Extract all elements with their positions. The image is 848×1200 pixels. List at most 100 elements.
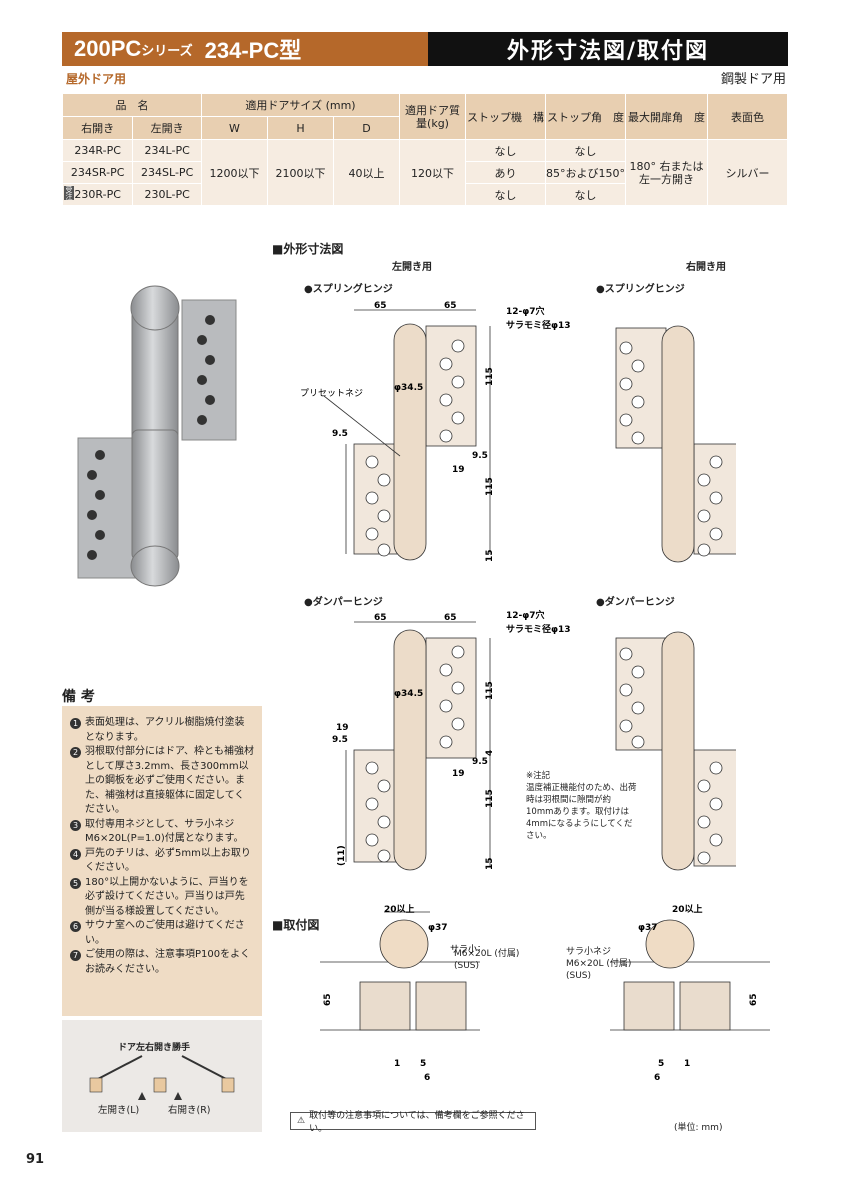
door-direction-box: ドア左右開き勝手 左開き(L) 右開き(R) <box>62 1020 262 1132</box>
note-title: ※注記 <box>526 771 551 781</box>
note-item: 6 サウナ室へのご使用は避けてください。 <box>70 919 254 948</box>
damper-hinge-right-drawing <box>615 631 736 871</box>
cell-right: 234R-PC <box>61 139 134 162</box>
dim-115-label: 115 <box>485 477 495 496</box>
th-color: 表面色 <box>707 93 788 140</box>
th-weight: 適用ドア質量(kg) <box>399 93 466 140</box>
note-num: 3 <box>70 819 81 831</box>
cell-left: 234L-PC <box>132 139 202 162</box>
note-text: サウナ室へのご使用は避けてください。 <box>85 920 245 946</box>
right-open-door-label: 右開き(R) <box>168 1105 211 1116</box>
cell-color: シルバー <box>707 139 788 206</box>
cell-right-text: 230R-PC <box>74 188 121 201</box>
spec-table: 品 名 適用ドアサイズ (mm) 適用ドア質量(kg) ストップ機 構 ストップ… <box>61 93 788 206</box>
notes-title: 備 考 <box>62 689 95 705</box>
mount-5-left: 5 <box>420 1059 426 1069</box>
dim-4-c: 4 <box>485 750 495 756</box>
dim-19-label: 19 <box>452 465 465 475</box>
note-item: 3 取付専用ネジとして、サラ小ネジM6×20L(P=1.0)付属となります。 <box>70 818 254 847</box>
mount-20-right: 20以上 <box>672 903 703 915</box>
note-text: 戸先のチリは、必ず5mm以上お取りください。 <box>85 847 251 874</box>
note-text: 表面処理は、アクリル樹脂焼付塗装となります。 <box>85 717 245 743</box>
mount-65-left: 65 <box>323 993 333 1006</box>
dim-95-b: 9.5 <box>472 451 488 461</box>
note-text: 羽根取付部分にはドア、枠とも補強材として厚さ3.2mm、長さ300mm以上の鋼板… <box>85 746 254 815</box>
cell-max-open: 180° 右または左一方開き <box>625 139 708 206</box>
model-name: 234-PC型 <box>204 38 302 63</box>
holes-label: 12-φ7穴 <box>506 305 545 317</box>
dim-95-c: 9.5 <box>332 735 348 745</box>
th-stop-angle: ストップ角 度 <box>545 93 626 140</box>
spring-hinge-right-drawing <box>615 325 736 563</box>
mount-37-right: φ37 <box>638 923 658 933</box>
th-max-open: 最大開扉角 度 <box>625 93 708 140</box>
door-diagram <box>89 1055 235 1100</box>
countersink-label: サラモミ径φ13 <box>506 319 571 331</box>
door-diagram-title: ドア左右開き勝手 <box>118 1043 191 1053</box>
outline-title: ■外形寸法図 <box>272 242 344 256</box>
cell-left: 230L-PC <box>132 183 202 206</box>
note-text: 180°以上開かないように、戸当りを必ず設けてください。戸当りは戸先側が当る様設… <box>85 876 249 917</box>
dim-115-top: 115 <box>485 367 495 386</box>
note-num: 5 <box>70 877 81 889</box>
note-num: 4 <box>70 848 81 860</box>
temperature-note: ※注記 温度補正機能付のため、出荷時は羽根間に隙間が約10mmあります。取付けは… <box>526 770 638 842</box>
note-num: 6 <box>70 921 81 932</box>
screw-spec-text: M6×20L (付属) <box>454 949 520 959</box>
left-open-label: 左開き用 <box>392 262 432 273</box>
th-door-size: 適用ドアサイズ (mm) <box>201 93 400 117</box>
unit-label: (単位: mm) <box>674 1123 723 1133</box>
spring-hinge-left-drawing: 65 65 12-φ7穴 サラモミ径φ13 φ34.5 プリセットネジ 9.5 … <box>300 301 571 562</box>
th-left: 左開き <box>132 116 202 140</box>
note-text: ご使用の際は、注意事項P100をよくお読みください。 <box>85 949 251 975</box>
dia-label-2: φ34.5 <box>394 689 423 699</box>
th-right: 右開き <box>61 116 134 140</box>
dim-15-label: 15 <box>485 549 495 562</box>
dia-label: φ34.5 <box>394 383 423 393</box>
steel-label: 鋼製ドア用 <box>720 72 786 87</box>
note-text: 取付専用ネジとして、サラ小ネジM6×20L(P=1.0)付属となります。 <box>85 818 244 845</box>
spring-label-right: ●スプリングヒンジ <box>596 284 685 295</box>
dim-115-d: 115 <box>485 681 495 700</box>
series-suffix: シリーズ <box>141 42 193 58</box>
section-title: 外形寸法図/取付図 <box>428 32 788 66</box>
screw-spec-left: M6×20L (付属) (SUS) <box>454 948 519 972</box>
series-name: 200PC <box>74 36 142 61</box>
dim-19-d: 19 <box>452 769 465 779</box>
mount-5-right: 5 <box>658 1059 664 1069</box>
page-number: 91 <box>26 1152 45 1167</box>
dim-95-d: 9.5 <box>472 757 488 767</box>
countersink-label-2: サラモミ径φ13 <box>506 623 571 635</box>
damper-hinge-left-drawing: 65 65 12-φ7穴 サラモミ径φ13 φ34.5 19 9.5 19 9.… <box>332 609 571 871</box>
cell-stop-mech: なし <box>465 139 546 162</box>
footer-warning-text: 取付等の注意事項については、備考欄をご参照ください。 <box>309 1111 525 1134</box>
footer-warning: ⚠ 取付等の注意事項については、備考欄をご参照ください。 <box>290 1111 536 1134</box>
cell-stop-angle: なし <box>545 139 626 162</box>
cell-w: 1200以下 <box>201 139 268 206</box>
spring-label-left: ●スプリングヒンジ <box>304 284 393 295</box>
dim-115-c: 115 <box>485 789 495 808</box>
series-title: 200PC シリーズ 234-PC型 <box>62 32 428 66</box>
table-row: 234SR-PC 234SL-PC あり 85°および150° <box>61 161 788 184</box>
mount-6-left: 6 <box>424 1073 430 1083</box>
dim-65-d: 65 <box>444 613 457 623</box>
mount-6-right: 6 <box>654 1073 660 1083</box>
cell-right: 234SR-PC <box>61 161 134 184</box>
dim-15-c: 15 <box>485 857 495 870</box>
mount-65-right: 65 <box>749 993 759 1006</box>
mount-37-left: φ37 <box>428 923 448 933</box>
note-text: 温度補正機能付のため、出荷時は羽根間に隙間が約10mmあります。取付けは4mmに… <box>526 783 637 841</box>
hinge-photo <box>77 285 237 587</box>
dim-65-a: 65 <box>374 301 387 311</box>
mount-20-left: 20以上 <box>384 903 415 915</box>
note-num: 7 <box>70 950 81 961</box>
warning-icon: ⚠ <box>297 1116 306 1126</box>
preset-label: プリセットネジ <box>300 388 363 399</box>
screw-spec-text: M6×20L (付属) <box>566 959 632 969</box>
th-name: 品 名 <box>62 93 202 117</box>
left-open-door-label: 左開き(L) <box>98 1105 140 1116</box>
th-stop-mech: ストップ機 構 <box>465 93 546 140</box>
